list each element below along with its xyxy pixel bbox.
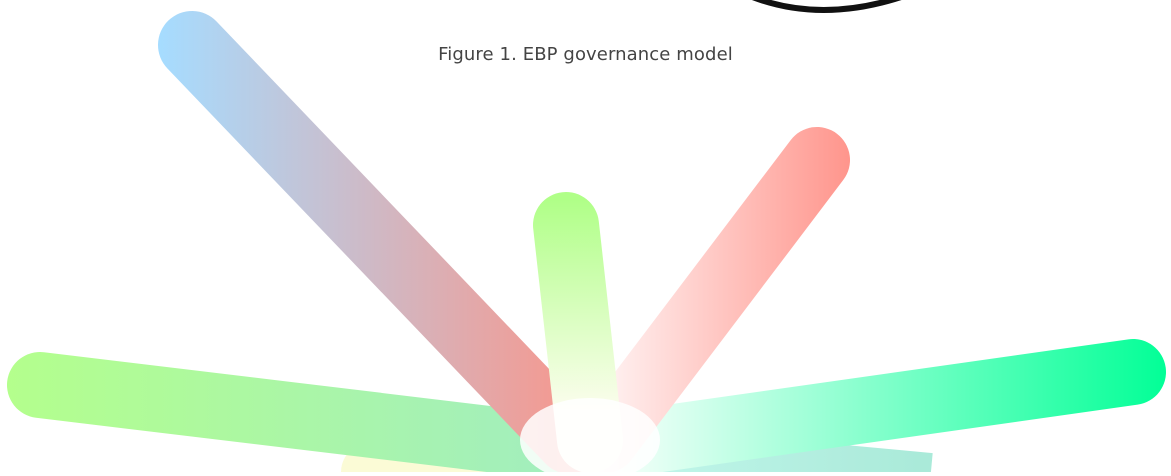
ray-green-left [7, 352, 588, 476]
ray-hub-glow [520, 398, 660, 476]
top-arc-fragment [752, 0, 902, 13]
ray-mint-right [585, 339, 1166, 476]
ray-red-upper-right [572, 127, 850, 473]
figure-caption: Figure 1. EBP governance model [438, 44, 733, 65]
ray-blue-upper-left [158, 11, 604, 474]
